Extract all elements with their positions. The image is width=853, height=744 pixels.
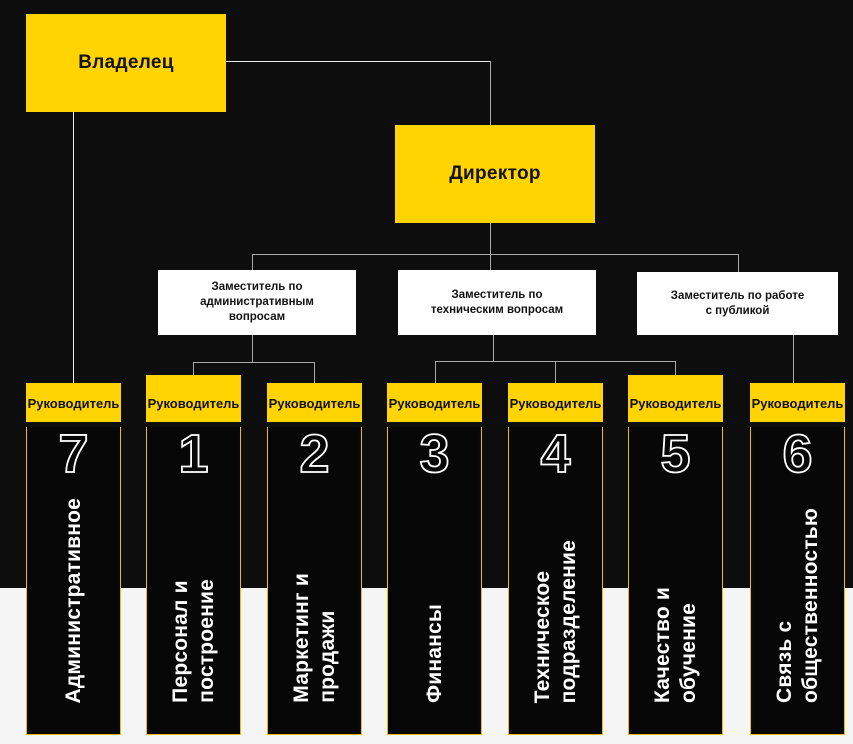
- org-column-2: Руководитель 2 Маркетинг и продажи: [267, 383, 362, 735]
- column-label-area: Персонал и построение: [147, 579, 240, 703]
- column-role-label: Руководитель: [268, 396, 361, 411]
- director-label: Директор: [449, 163, 541, 184]
- column-role-header: Руководитель: [628, 375, 723, 422]
- org-column-3: Руководитель 3 Финансы: [387, 383, 482, 735]
- column-body: 2 Маркетинг и продажи: [267, 424, 362, 735]
- connector-line: [793, 335, 794, 384]
- column-role-label: Руководитель: [509, 396, 602, 411]
- deputy-box-administrative: Заместитель по административным вопросам: [158, 270, 356, 335]
- deputy-label: Заместитель по работе с публикой: [670, 289, 805, 317]
- column-label-area: Финансы: [388, 604, 481, 703]
- column-number: 2: [299, 424, 331, 484]
- column-body: 4 Техническое подразделение: [508, 424, 603, 735]
- column-number: 5: [660, 424, 692, 484]
- owner-box: Владелец: [26, 14, 226, 112]
- org-column-5: Руководитель 5 Качество и обучение: [628, 375, 723, 735]
- column-label: Связь с общественностью: [772, 508, 822, 703]
- column-role-label: Руководитель: [388, 396, 481, 411]
- connector-line: [555, 361, 556, 384]
- director-box: Директор: [395, 125, 595, 223]
- connector-line: [252, 254, 253, 270]
- column-body: 7 Административное: [26, 424, 121, 735]
- column-number: 1: [178, 424, 210, 484]
- column-role-label: Руководитель: [629, 396, 722, 411]
- connector-line: [738, 254, 739, 272]
- column-role-header: Руководитель: [750, 383, 845, 422]
- column-body: 6 Связь с общественностью: [750, 424, 845, 735]
- column-label-area: Маркетинг и продажи: [268, 573, 361, 703]
- column-label-area: Техническое подразделение: [509, 540, 602, 703]
- connector-line: [675, 361, 676, 376]
- connector-line: [226, 61, 491, 62]
- deputy-label: Заместитель по техническим вопросам: [430, 288, 564, 316]
- column-body: 1 Персонал и построение: [146, 424, 241, 735]
- owner-label: Владелец: [78, 52, 174, 73]
- column-label: Техническое подразделение: [530, 539, 580, 703]
- org-column-4: Руководитель 4 Техническое подразделение: [508, 383, 603, 735]
- connector-line: [490, 223, 491, 270]
- column-label: Качество и обучение: [650, 587, 700, 703]
- column-role-header: Руководитель: [267, 383, 362, 422]
- connector-line: [193, 362, 194, 376]
- column-role-header: Руководитель: [387, 383, 482, 422]
- connector-line: [493, 335, 494, 361]
- column-body: 3 Финансы: [387, 424, 482, 735]
- column-role-header: Руководитель: [26, 383, 121, 422]
- column-role-label: Руководитель: [27, 396, 120, 411]
- column-role-header: Руководитель: [146, 375, 241, 422]
- column-number: 6: [782, 424, 814, 484]
- column-label: Финансы: [422, 604, 446, 703]
- column-role-label: Руководитель: [147, 396, 240, 411]
- connector-line: [490, 61, 491, 125]
- column-role-label: Руководитель: [751, 396, 844, 411]
- connector-line: [73, 112, 74, 384]
- column-number: 4: [540, 424, 572, 484]
- column-number: 3: [419, 424, 451, 484]
- connector-line: [435, 361, 436, 384]
- column-label: Маркетинг и продажи: [289, 573, 339, 703]
- connector-line: [252, 335, 253, 362]
- connector-line: [314, 362, 315, 384]
- deputy-label: Заместитель по административным вопросам: [200, 281, 314, 323]
- column-label: Административное: [61, 497, 85, 704]
- column-label-area: Административное: [27, 498, 120, 704]
- column-label-area: Качество и обучение: [629, 587, 722, 703]
- deputy-box-technical: Заместитель по техническим вопросам: [398, 270, 596, 335]
- column-role-header: Руководитель: [508, 383, 603, 422]
- column-number: 7: [58, 424, 90, 484]
- deputy-box-public: Заместитель по работе с публикой: [637, 272, 838, 335]
- org-column-1: Руководитель 1 Персонал и построение: [146, 375, 241, 735]
- column-body: 5 Качество и обучение: [628, 424, 723, 735]
- connector-line: [193, 362, 315, 363]
- connector-line: [252, 254, 739, 255]
- org-column-7: Руководитель 7 Административное: [26, 383, 121, 735]
- column-label: Персонал и построение: [168, 579, 218, 703]
- org-column-6: Руководитель 6 Связь с общественностью: [750, 383, 845, 735]
- column-label-area: Связь с общественностью: [751, 508, 844, 703]
